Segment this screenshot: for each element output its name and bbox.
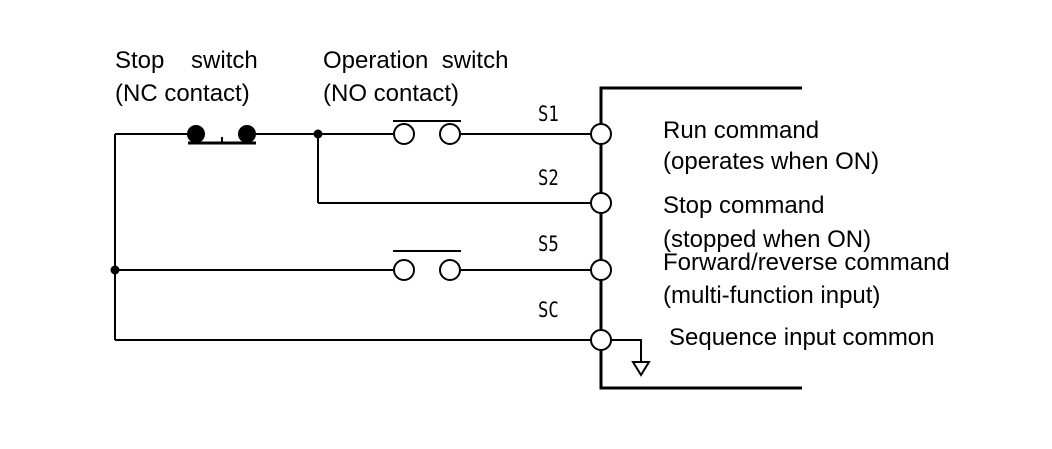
forward-reverse-switch <box>393 250 461 281</box>
ground-symbol <box>611 339 651 377</box>
stop-switch-nc <box>187 125 256 145</box>
terminal-s2 <box>590 192 612 214</box>
run-command-title: Run command <box>663 117 820 144</box>
terminal-label-s2: S2 <box>538 166 559 190</box>
terminal-s5 <box>590 259 612 281</box>
terminal-sc <box>590 329 612 351</box>
stop-command-note: (stopped when ON) <box>663 226 872 253</box>
terminal-label-s1: S1 <box>538 102 559 126</box>
terminal-block-boundary <box>599 86 802 390</box>
operation-switch-title: Operation switch <box>323 47 509 74</box>
operation-switch-no <box>393 120 461 145</box>
stop-switch-contact: (NC contact) <box>115 80 250 107</box>
terminal-s1 <box>590 123 612 145</box>
run-command-note: (operates when ON) <box>663 148 880 175</box>
operation-switch-contact: (NO contact) <box>323 80 460 107</box>
fwdrev-command-note: (multi-function input) <box>663 282 881 309</box>
stop-switch-title: Stop switch <box>115 47 258 74</box>
junction-dot-s5 <box>110 265 120 275</box>
terminal-label-s5: S5 <box>538 232 559 256</box>
terminal-label-sc: SC <box>538 298 559 322</box>
stop-command-title: Stop command <box>663 192 825 219</box>
sequence-input-common-label: Sequence input common <box>669 324 935 351</box>
fwdrev-command-title: Forward/reverse command <box>663 249 950 276</box>
